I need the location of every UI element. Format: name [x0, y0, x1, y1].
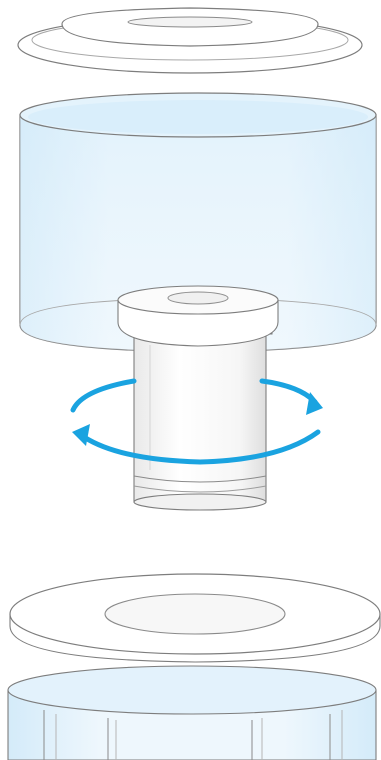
arrowhead-left-icon — [72, 424, 90, 446]
tray-plate — [10, 574, 380, 662]
lower-tank — [8, 666, 376, 760]
lid — [18, 8, 362, 73]
filter-cartridge — [118, 286, 278, 510]
